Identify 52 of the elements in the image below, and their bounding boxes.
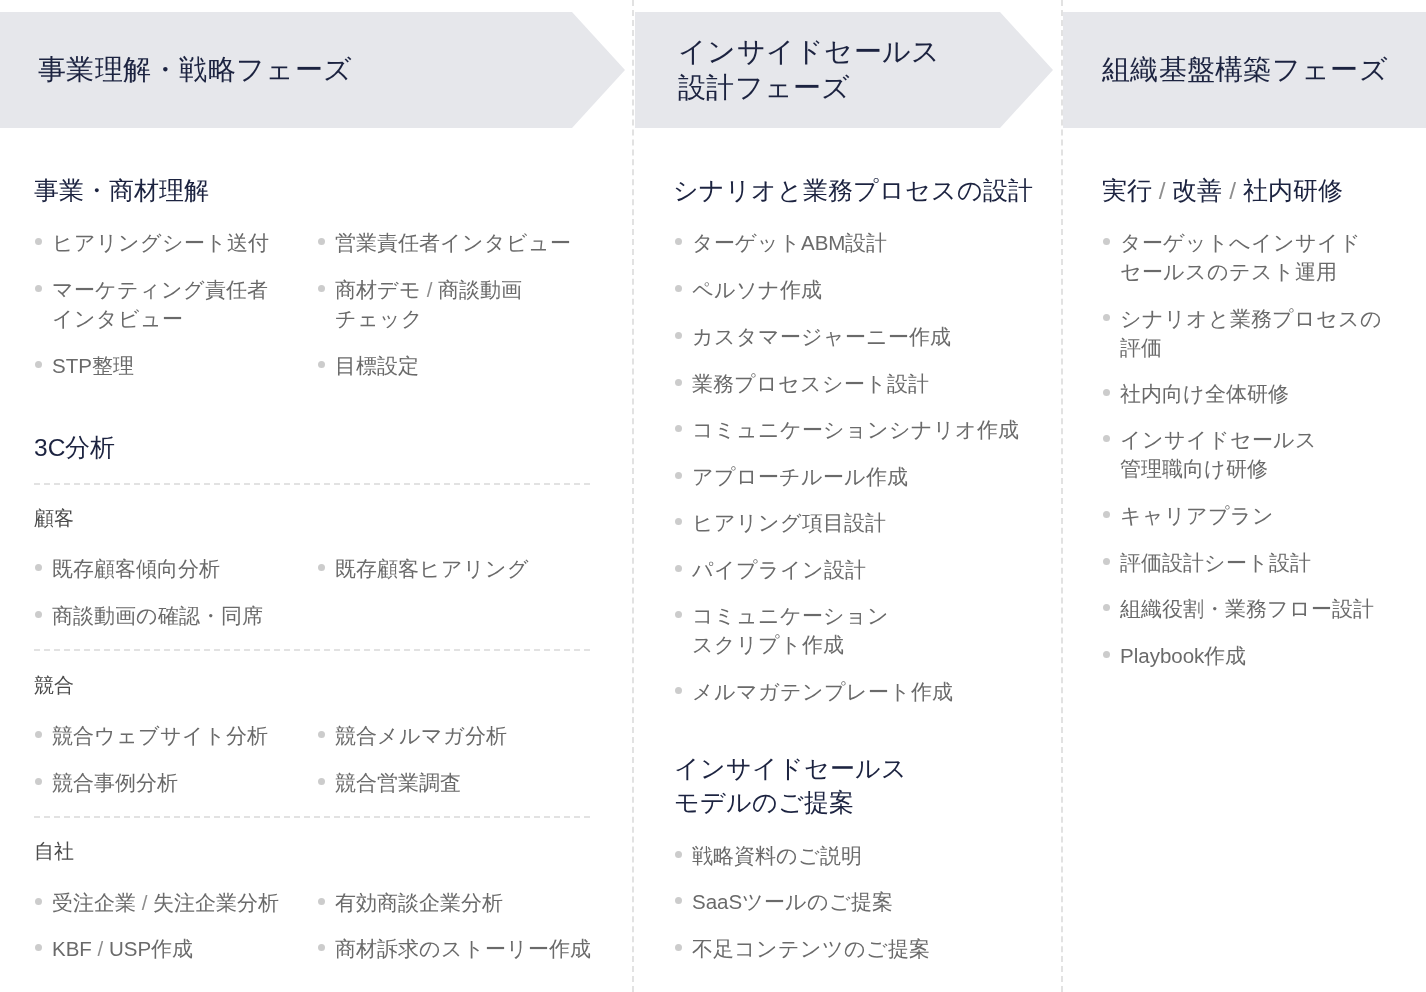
chevron-banner bbox=[0, 12, 625, 128]
subheading: 競合 bbox=[34, 673, 75, 698]
bullet-text: パイプライン設計 bbox=[692, 556, 867, 583]
bullet-text: 評価設計シート設計 bbox=[1120, 549, 1312, 576]
bullet-text: ターゲットABM設計 bbox=[692, 229, 889, 256]
bullet-text: 組織役割・業務フロー設計 bbox=[1120, 595, 1375, 622]
bullet-text: 競合メルマガ分析 bbox=[335, 722, 508, 749]
phase-title: インサイドセールス設計フェーズ bbox=[678, 35, 942, 105]
bullet-text: SaaSツールのご提案 bbox=[692, 888, 895, 915]
bullet-text: 受注企業 / 失注企業分析 bbox=[52, 889, 281, 916]
header-band bbox=[1063, 12, 1426, 128]
bullet-text: KBF / USP作成 bbox=[52, 935, 195, 962]
bullet-text: 有効商談企業分析 bbox=[335, 889, 504, 916]
bullet-text: 目標設定 bbox=[335, 352, 420, 379]
bullet-text: 商材訴求のストーリー作成 bbox=[335, 935, 592, 962]
bullet-text: ヒアリング項目設計 bbox=[692, 509, 887, 536]
bullet-text: 営業責任者インタビュー bbox=[335, 229, 572, 256]
bullet-text: 既存顧客ヒアリング bbox=[335, 555, 530, 582]
section-heading: 事業・商材理解 bbox=[34, 176, 210, 206]
bullet-text: ターゲットへインサイドセールスのテスト運用 bbox=[1120, 229, 1362, 285]
subheading: 顧客 bbox=[34, 506, 75, 531]
section-heading: 実行 / 改善 / 社内研修 bbox=[1102, 176, 1344, 206]
bullet-text: コミュニケーションシナリオ作成 bbox=[692, 416, 1020, 443]
bullet-text: ヒアリングシート送付 bbox=[52, 229, 270, 256]
bullet-text: 既存顧客傾向分析 bbox=[52, 555, 221, 582]
bullet-text: アプローチルール作成 bbox=[692, 463, 909, 490]
bullet-text: シナリオと業務プロセスの評価 bbox=[1120, 305, 1383, 361]
section-heading: シナリオと業務プロセスの設計 bbox=[673, 176, 1034, 206]
bullet-text: 商談動画の確認・同席 bbox=[52, 602, 264, 629]
bullet-text: カスタマージャーニー作成 bbox=[692, 323, 952, 350]
bullet-text: 不足コンテンツのご提案 bbox=[692, 935, 931, 962]
bullet-text: STP整理 bbox=[52, 352, 135, 379]
bullet-text: キャリアプラン bbox=[1120, 502, 1275, 529]
bullet-text: 商材デモ / 商談動画チェック bbox=[335, 276, 524, 332]
bullet-text: 競合事例分析 bbox=[52, 769, 179, 796]
bullet-text: コミュニケーションスクリプト作成 bbox=[692, 602, 890, 658]
phase-title: 組織基盤構築フェーズ bbox=[1102, 53, 1389, 87]
phase-title: 事業理解・戦略フェーズ bbox=[38, 53, 354, 87]
bullet-text: Playbook作成 bbox=[1120, 642, 1248, 669]
bullet-text: インサイドセールス管理職向け研修 bbox=[1120, 426, 1318, 482]
bullet-text: 競合営業調査 bbox=[335, 769, 462, 796]
chevron-banner bbox=[635, 12, 1053, 128]
bullet-text: メルマガテンプレート作成 bbox=[692, 678, 954, 705]
bullet-text: 競合ウェブサイト分析 bbox=[52, 722, 269, 749]
bullet-text: ペルソナ作成 bbox=[692, 276, 823, 303]
section-heading: インサイドセールスモデルのご提案 bbox=[674, 754, 908, 818]
section-heading: 3C分析 bbox=[34, 433, 117, 463]
bullet-text: 戦略資料のご説明 bbox=[692, 842, 863, 869]
bullet-text: 社内向け全体研修 bbox=[1120, 380, 1290, 407]
bullet-text: マーケティング責任者インタビュー bbox=[52, 276, 269, 332]
subheading: 自社 bbox=[34, 839, 75, 864]
bullet-text: 業務プロセスシート設計 bbox=[692, 370, 930, 397]
